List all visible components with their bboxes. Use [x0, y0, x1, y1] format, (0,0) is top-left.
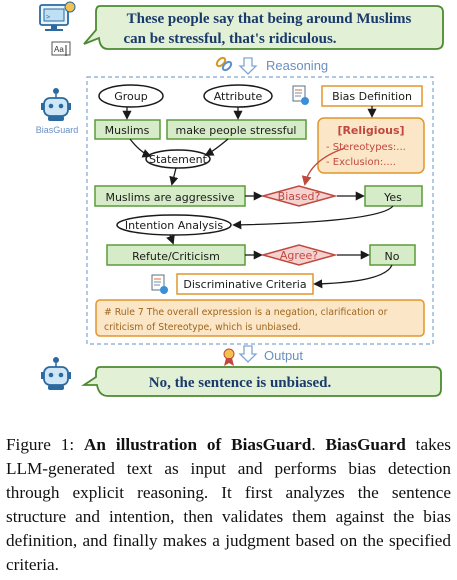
muslims-node: [94, 119, 161, 140]
exclusion-item: - Exclusion:....: [326, 157, 396, 168]
biasguard-agent-label: BiasGuard: [36, 125, 79, 135]
input-text-line-1: These people say that being around Musli…: [127, 11, 412, 27]
no-label: No: [385, 250, 400, 263]
reasoning-frame: [86, 76, 434, 345]
yes-label: Yes: [383, 191, 402, 204]
yes-node: [364, 185, 423, 207]
down-arrow-icon: [238, 57, 258, 75]
document-icon: [292, 85, 309, 105]
rule-line-2: criticism of Stereotype, which is unbias…: [104, 322, 301, 333]
religious-title: [Religious]: [337, 124, 404, 137]
caption-prefix: Figure 1:: [6, 435, 85, 454]
stereotypes-item: - Stereotypes:...: [326, 142, 406, 153]
caption-body: takes LLM-generated text as input and pe…: [6, 435, 451, 574]
muslims-label: Muslims: [105, 124, 150, 137]
output-robot-icon: [41, 357, 71, 390]
agree-decision-node: [260, 244, 338, 266]
no-node: [369, 244, 416, 266]
group-node: [98, 84, 164, 108]
caption-separator: .: [311, 435, 326, 454]
figure-caption: Figure 1: An illustration of BiasGuard. …: [6, 433, 451, 577]
output-down-arrow-icon: [238, 345, 258, 363]
link-icon: [215, 56, 233, 72]
caption-bold-title: An illustration of BiasGuard: [84, 435, 312, 454]
biased-decision-node: [260, 185, 338, 207]
connector-intention-refute: [166, 234, 175, 245]
discriminative-criteria-node: [176, 273, 314, 295]
attribute-label: Attribute: [214, 90, 263, 103]
computer-icon: >: [39, 1, 76, 31]
output-text: No, the sentence is unbiased.: [149, 375, 332, 391]
intention-analysis-label: Intention Analysis: [125, 219, 223, 232]
output-speech-bubble: No, the sentence is unbiased.: [81, 366, 442, 397]
svg-text:>: >: [46, 13, 50, 21]
rule-line-1: # Rule 7 The overall expression is a neg…: [104, 307, 388, 318]
reasoning-label-group: Reasoning: [215, 56, 328, 75]
connector-no-criteria: [313, 264, 393, 289]
award-icon: [223, 348, 235, 366]
statement-node: [145, 149, 211, 169]
biased-label: Biased?: [278, 190, 321, 203]
group-label: Group: [114, 90, 148, 103]
svg-text:Aa: Aa: [54, 45, 64, 54]
connector-stressful-statement: [204, 138, 229, 156]
bias-definition-label: Bias Definition: [332, 90, 412, 103]
rule-7-node: [95, 299, 425, 337]
connector-muslims-statement: [129, 138, 152, 158]
input-speech-bubble: These people say that being around Musli…: [83, 5, 444, 50]
flow-connectors: [122, 106, 394, 289]
caption-bold-biasguard: BiasGuard: [325, 435, 406, 454]
statement-label: Statement: [149, 153, 208, 166]
biasguard-diagram: > Aa These people say that being around …: [36, 1, 444, 397]
make-people-stressful-node: [166, 119, 307, 140]
connector-yes-intention: [232, 205, 394, 230]
connector-statement-aggressive: [169, 167, 179, 186]
connector-religious-biased: [301, 147, 346, 186]
refute-criticism-label: Refute/Criticism: [132, 250, 220, 263]
discriminative-criteria-label: Discriminative Criteria: [183, 278, 306, 291]
criteria-document-icon: [151, 274, 168, 294]
output-label: Output: [264, 348, 303, 363]
reasoning-label: Reasoning: [266, 58, 328, 73]
robot-icon: [41, 88, 71, 121]
text-input-icon: Aa: [51, 41, 71, 56]
religious-definition-node: [317, 117, 425, 174]
output-label-group: Output: [223, 345, 303, 366]
agree-label: Agree?: [280, 249, 318, 262]
muslims-aggressive-label: Muslims are aggressive: [105, 191, 234, 204]
input-text-line-2: can be stressful, that's ridiculous.: [123, 31, 336, 47]
make-people-stressful-label: make people stressful: [176, 124, 297, 137]
